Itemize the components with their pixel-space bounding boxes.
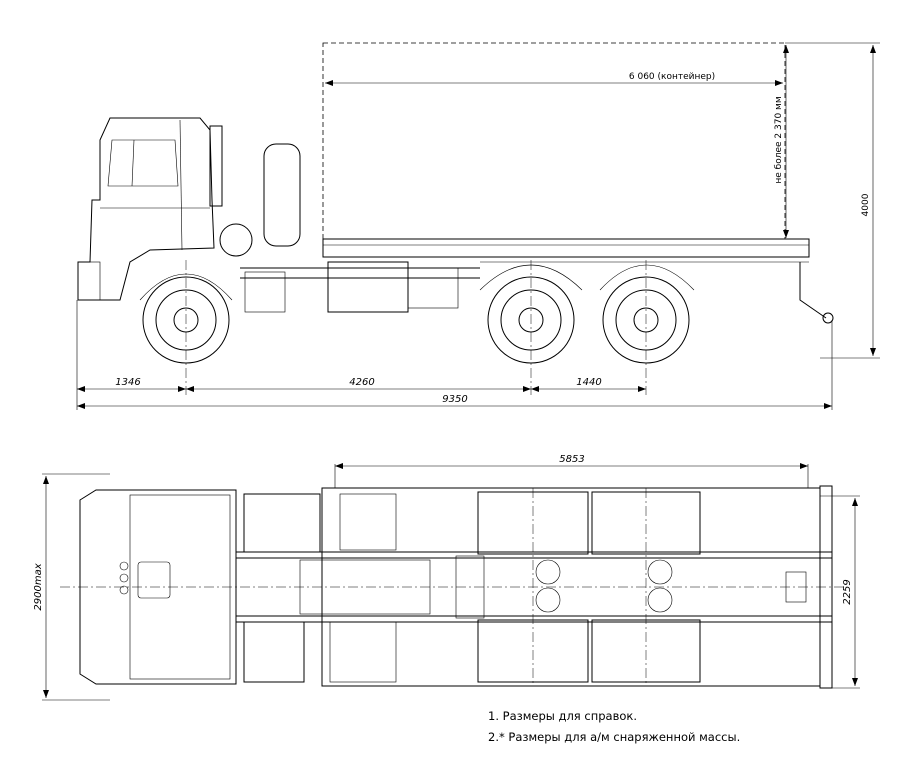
dim-container-length: 6 060 (контейнер)	[629, 72, 715, 82]
dim-wheelbase: 4260	[349, 377, 374, 388]
container-outline	[322, 42, 786, 240]
dim-overall-width: 2900max	[33, 563, 44, 610]
dim-frame-length: 5853	[559, 454, 584, 465]
note-1: 1. Размеры для справок.	[488, 709, 637, 723]
dim-front-overhang: 1346	[115, 377, 140, 388]
dim-overall-height: 4000	[861, 193, 871, 216]
dim-track-width: 2259	[842, 579, 853, 604]
top-view: 5853 2900max 2259	[33, 454, 860, 701]
side-view: 6 060 (контейнер) не более 2 370 мм 4000	[76, 42, 880, 410]
note-2: 2.* Размеры для а/м снаряженной массы.	[488, 730, 741, 744]
dim-container-height: не более 2 370 мм	[774, 96, 784, 183]
dim-bogie-spacing: 1440	[576, 377, 601, 388]
notes: 1. Размеры для справок. 2.* Размеры для …	[488, 706, 740, 748]
dim-overall-length: 9350	[442, 394, 467, 405]
